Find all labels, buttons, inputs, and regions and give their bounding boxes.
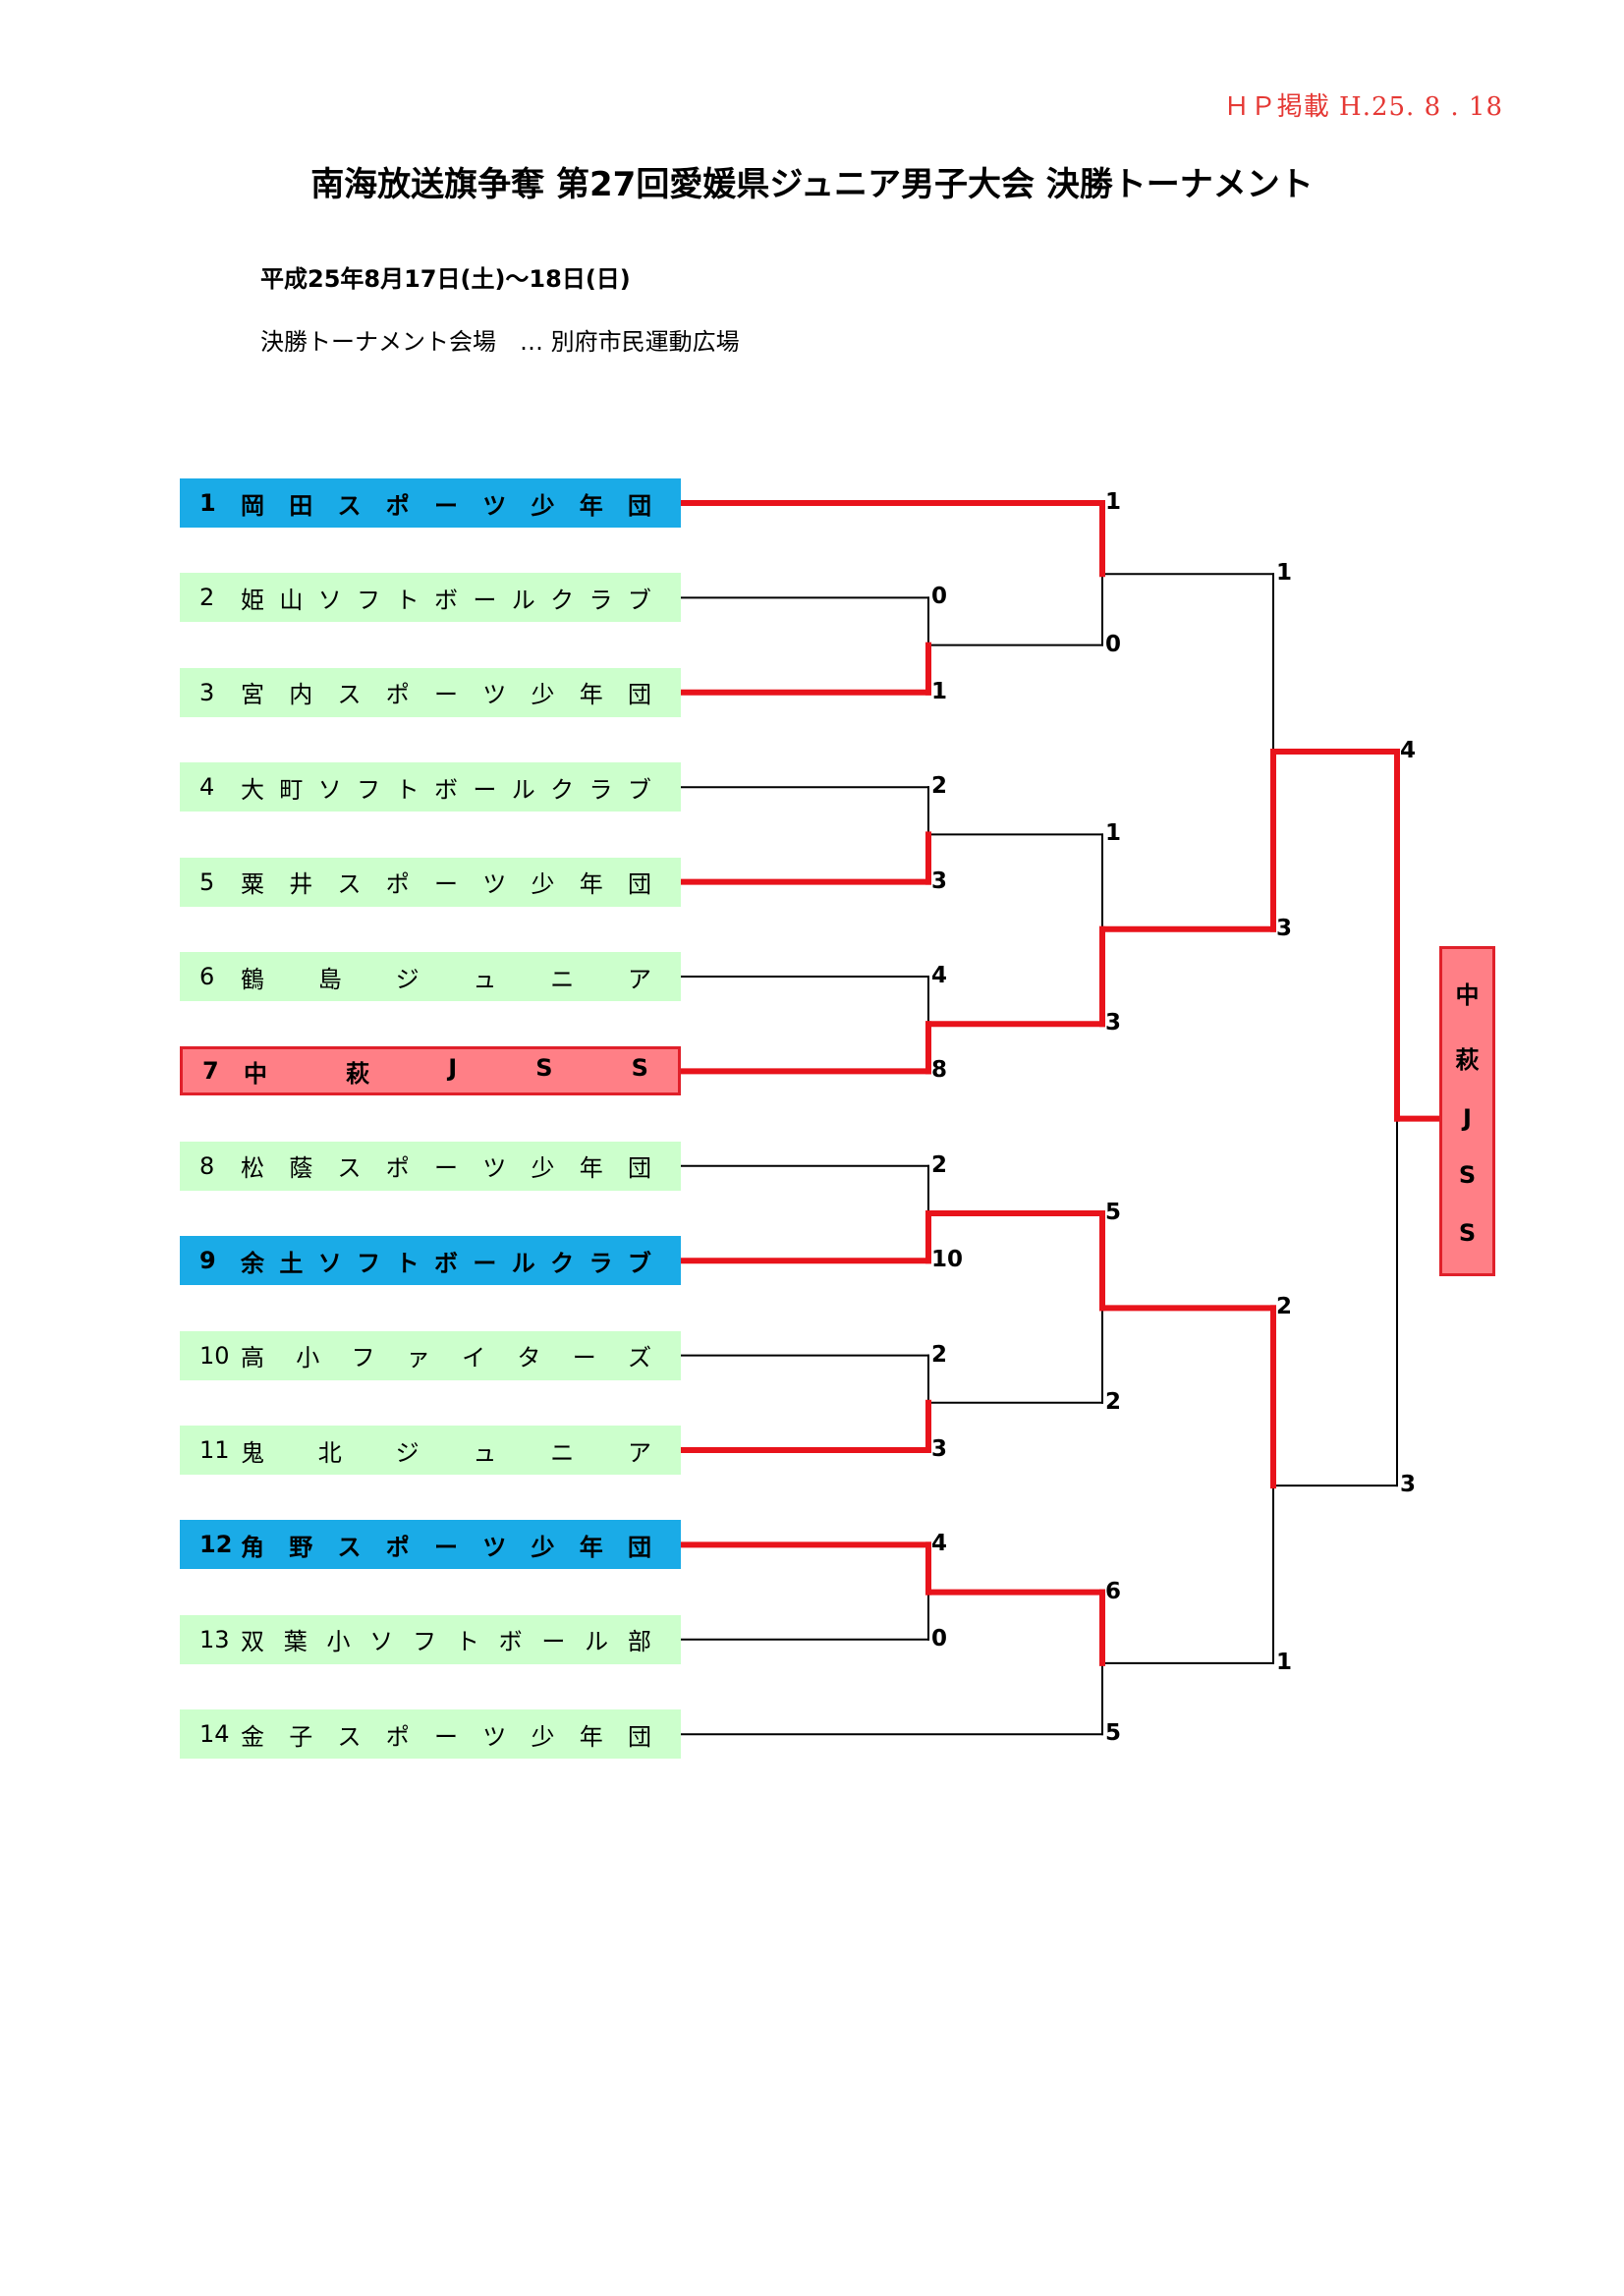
team-name: 岡田スポーツ少年団 <box>241 491 651 520</box>
team-seed: 11 <box>199 1436 230 1464</box>
team-seed: 9 <box>199 1247 216 1275</box>
team-row: 9 余土ソフトボールクラブ <box>180 1236 681 1286</box>
team-name: 高小ファイターズ <box>241 1344 651 1372</box>
event-dates: 平成25年8月17日(土)～18日(日) <box>260 265 631 293</box>
hp-posting-note: ＨＰ掲載 H.25. 8 . 18 <box>1223 92 1503 122</box>
team-name: 松蔭スポーツ少年団 <box>241 1154 651 1183</box>
team-row: 2 姫山ソフトボールクラブ <box>180 573 681 623</box>
team-seed: 13 <box>199 1625 230 1653</box>
team-name: 双葉小ソフトボール部 <box>241 1628 651 1656</box>
team-seed: 14 <box>199 1720 230 1749</box>
team-name: 姫山ソフトボールクラブ <box>241 586 651 614</box>
match-score: 2 <box>931 1151 948 1178</box>
match-score: 3 <box>931 1436 948 1462</box>
team-row: 4 大町ソフトボールクラブ <box>180 762 681 812</box>
team-name: 粟井スポーツ少年団 <box>241 870 651 899</box>
match-score: 2 <box>931 773 948 800</box>
champion-name-char: 中 <box>1455 981 1480 1010</box>
team-row: 3 宮内スポーツ少年団 <box>180 667 681 717</box>
team-seed: 5 <box>199 868 215 896</box>
match-score: 0 <box>1105 631 1122 657</box>
match-score: 0 <box>931 1625 948 1652</box>
team-name: 余土ソフトボールクラブ <box>241 1249 651 1277</box>
team-name: 鬼北ジュニア <box>241 1438 651 1467</box>
match-score: 3 <box>1400 1472 1417 1498</box>
match-score: 8 <box>931 1057 948 1084</box>
match-score: 1 <box>1105 489 1122 515</box>
match-score: 1 <box>1276 1649 1293 1675</box>
team-row: 1 岡田スポーツ少年団 <box>180 478 681 528</box>
team-row: 5 粟井スポーツ少年団 <box>180 857 681 907</box>
team-seed: 4 <box>199 773 215 802</box>
champion-name-char: S <box>1458 1161 1477 1190</box>
page-title: 南海放送旗争奪 第27回愛媛県ジュニア男子大会 決勝トーナメント <box>310 165 1314 204</box>
team-row: 13 双葉小ソフトボール部 <box>180 1614 681 1664</box>
match-score: 2 <box>1105 1388 1122 1415</box>
match-score: 2 <box>931 1341 948 1368</box>
team-name: 角野スポーツ少年団 <box>241 1533 651 1561</box>
team-seed: 2 <box>199 584 215 612</box>
team-row: 11 鬼北ジュニア <box>180 1426 681 1475</box>
champion-name-char: J <box>1463 1103 1472 1132</box>
event-venue: 決勝トーナメント会場 … 別府市民運動広場 <box>260 328 740 356</box>
team-name: 大町ソフトボールクラブ <box>241 775 651 804</box>
match-score: 1 <box>1105 820 1122 847</box>
team-seed: 7 <box>202 1057 219 1086</box>
team-seed: 10 <box>199 1341 230 1370</box>
team-row: 14 金子スポーツ少年団 <box>180 1709 681 1760</box>
match-score: 4 <box>931 963 948 988</box>
team-name: 鶴島ジュニア <box>241 965 651 993</box>
team-name: 金子スポーツ少年団 <box>241 1722 651 1751</box>
match-score: 5 <box>1105 1720 1122 1747</box>
team-seed: 6 <box>199 963 215 990</box>
team-seed: 12 <box>199 1531 233 1559</box>
champion-name-char: S <box>1458 1218 1477 1247</box>
match-score: 3 <box>1276 915 1293 941</box>
match-score: 1 <box>931 678 948 704</box>
team-seed: 3 <box>199 678 215 706</box>
match-score: 10 <box>931 1247 964 1273</box>
team-name: 宮内スポーツ少年団 <box>241 681 651 709</box>
team-row: 8 松蔭スポーツ少年団 <box>180 1141 681 1191</box>
team-seed: 1 <box>199 489 216 517</box>
team-row: 6 鶴島ジュニア <box>180 952 681 1001</box>
team-row: 12 角野スポーツ少年団 <box>180 1520 681 1570</box>
match-score: 3 <box>931 868 948 894</box>
team-seed: 8 <box>199 1151 215 1180</box>
match-score: 3 <box>1105 1010 1122 1036</box>
match-score: 1 <box>1276 560 1293 587</box>
match-score: 4 <box>931 1531 948 1557</box>
champion-name-char: 萩 <box>1455 1045 1480 1074</box>
match-score: 2 <box>1276 1294 1293 1320</box>
team-row: 10 高小ファイターズ <box>180 1330 681 1380</box>
match-score: 4 <box>1400 738 1417 764</box>
match-score: 0 <box>931 584 948 610</box>
match-score: 5 <box>1105 1200 1122 1225</box>
match-score: 6 <box>1105 1578 1122 1604</box>
